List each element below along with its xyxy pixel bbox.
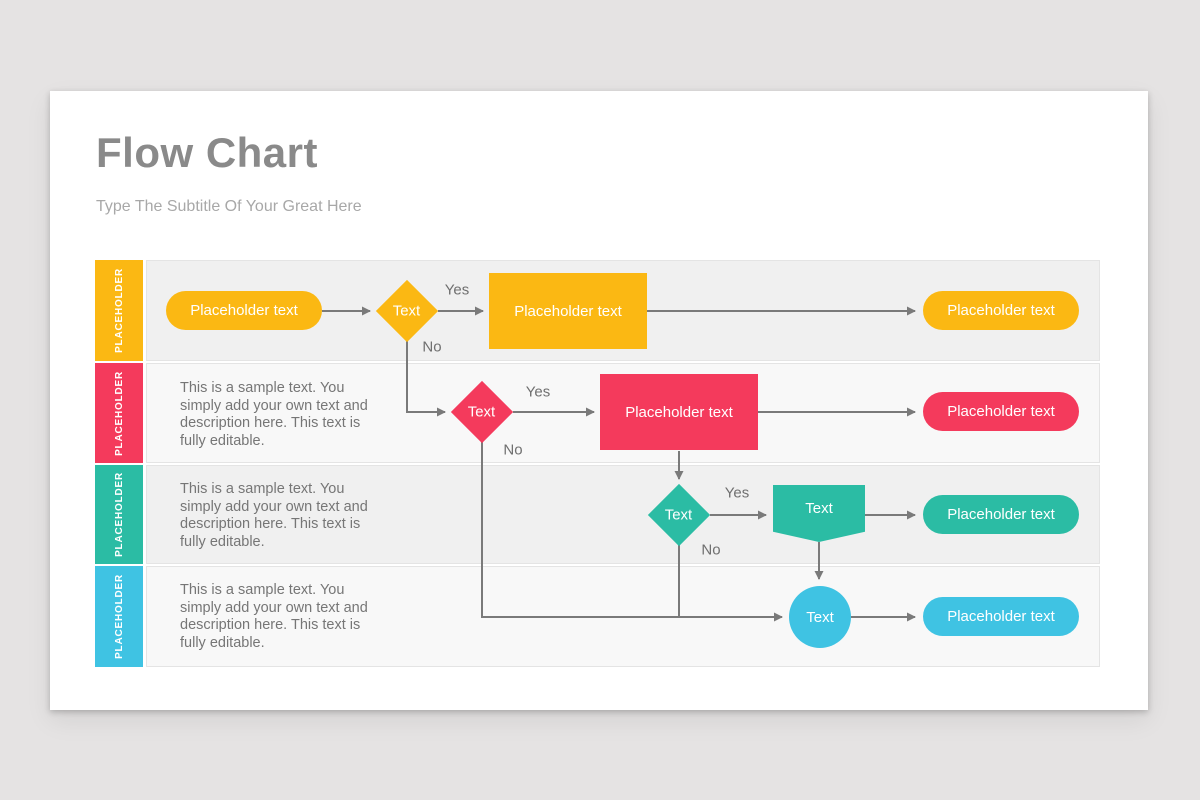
row-1-tab: PLACEHOLDER bbox=[95, 260, 143, 361]
end-pill-yellow-label: Placeholder text bbox=[947, 302, 1055, 319]
row-2-tab-label: PLACEHOLDER bbox=[113, 370, 125, 456]
end-pill-cyan-label: Placeholder text bbox=[947, 608, 1055, 625]
slide-card: Flow Chart Type The Subtitle Of Your Gre… bbox=[50, 91, 1148, 710]
branch-label-yes-2: Yes bbox=[525, 383, 551, 401]
page-subtitle: Type The Subtitle Of Your Great Here bbox=[96, 198, 362, 215]
end-pill-teal-label: Placeholder text bbox=[947, 506, 1055, 523]
process-rect-pink-label: Placeholder text bbox=[625, 403, 733, 421]
process-rect-pink: Placeholder text bbox=[600, 374, 758, 450]
end-pill-pink-label: Placeholder text bbox=[947, 403, 1055, 420]
decision-diamond-yellow-label: Text bbox=[393, 302, 421, 320]
page-title: Flow Chart bbox=[96, 129, 318, 176]
flowchart-canvas: PLACEHOLDER PLACEHOLDER PLACEHOLDER PLAC… bbox=[95, 260, 1100, 667]
branch-label-no-3: No bbox=[701, 541, 721, 559]
end-pill-teal: Placeholder text bbox=[923, 495, 1079, 534]
operation-pentagon-teal: Text bbox=[773, 485, 865, 542]
start-pill-yellow-label: Placeholder text bbox=[190, 302, 298, 319]
branch-label-no-1: No bbox=[422, 338, 442, 356]
decision-diamond-teal-label: Text bbox=[665, 506, 693, 524]
process-rect-yellow-label: Placeholder text bbox=[514, 302, 622, 320]
branch-label-yes-1: Yes bbox=[444, 281, 470, 299]
row-2-description: This is a sample text. You simply add yo… bbox=[180, 380, 368, 449]
branch-label-yes-3: Yes bbox=[724, 484, 750, 502]
row-4-tab: PLACEHOLDER bbox=[95, 566, 143, 667]
row-4-description: This is a sample text. You simply add yo… bbox=[180, 582, 368, 651]
row-4-tab-label: PLACEHOLDER bbox=[113, 574, 125, 659]
start-pill-yellow: Placeholder text bbox=[166, 291, 322, 330]
end-pill-cyan: Placeholder text bbox=[923, 597, 1079, 636]
row-3-description: This is a sample text. You simply add yo… bbox=[180, 481, 368, 550]
row-2-tab: PLACEHOLDER bbox=[95, 363, 143, 463]
process-rect-yellow: Placeholder text bbox=[489, 273, 647, 349]
row-3-tab-label: PLACEHOLDER bbox=[113, 472, 125, 557]
row-3-tab: PLACEHOLDER bbox=[95, 465, 143, 564]
connector-circle-cyan: Text bbox=[789, 586, 851, 648]
row-1-tab-label: PLACEHOLDER bbox=[113, 268, 125, 353]
end-pill-pink: Placeholder text bbox=[923, 392, 1079, 431]
operation-pentagon-teal-label: Text bbox=[805, 500, 833, 517]
branch-label-no-2: No bbox=[503, 441, 523, 459]
decision-diamond-pink-label: Text bbox=[468, 403, 496, 421]
connector-circle-cyan-label: Text bbox=[806, 608, 834, 626]
end-pill-yellow: Placeholder text bbox=[923, 291, 1079, 330]
